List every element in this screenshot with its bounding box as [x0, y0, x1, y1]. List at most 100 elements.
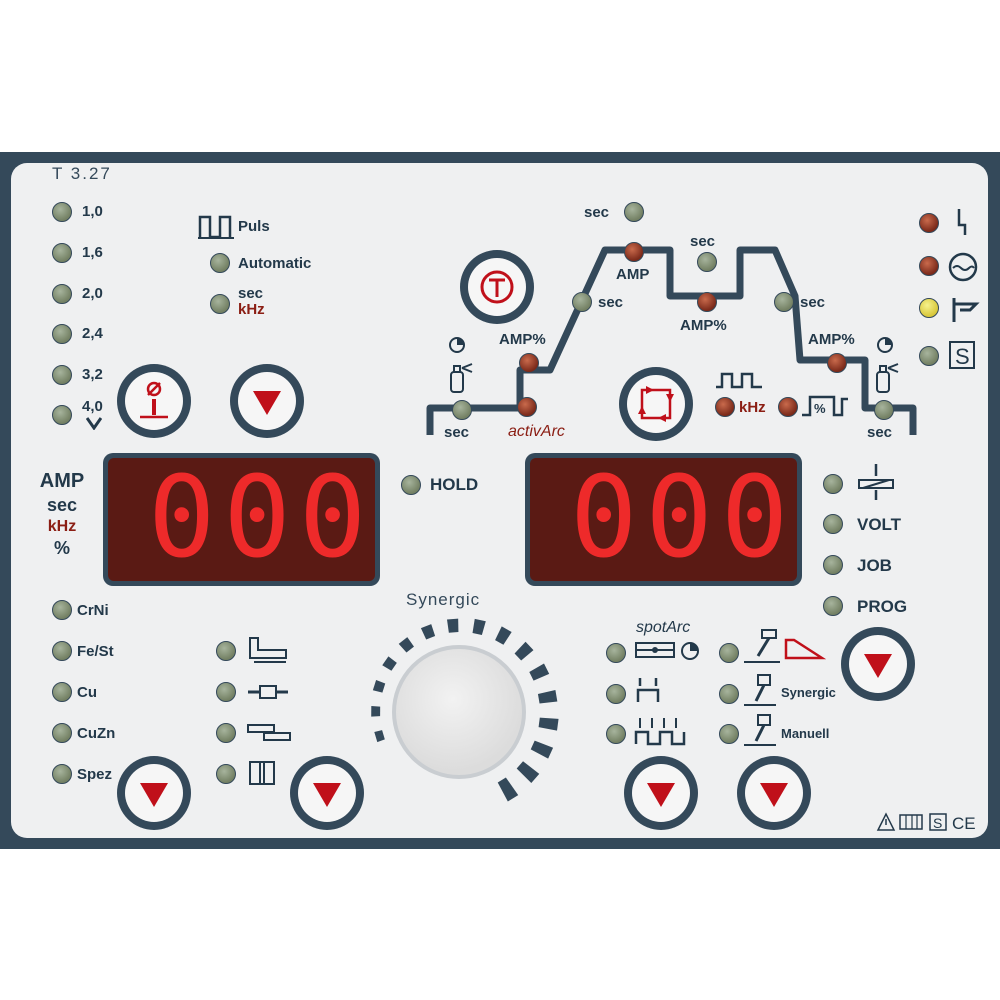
- right-display-value: 000: [570, 453, 797, 583]
- led-material-cu: [52, 682, 72, 702]
- down-triangle-icon: [760, 783, 788, 807]
- gas-bottle-icon-left: [450, 363, 473, 393]
- seq-sec-left-label: sec: [444, 424, 470, 441]
- safety-s-icon: S: [949, 341, 975, 369]
- led-seq-sec-peak: [697, 252, 717, 272]
- knob-scale-tick: [420, 624, 436, 640]
- led-welding-process-1: [719, 643, 739, 663]
- coolant-icon: [948, 252, 978, 282]
- knob-scale-tick: [497, 777, 519, 802]
- led-error-power: [919, 213, 939, 233]
- material-label-spez: Spez: [77, 766, 113, 783]
- parameter-navigate-button[interactable]: [619, 367, 693, 441]
- electrode-diameter-icon: [140, 381, 168, 419]
- led-mode-2t: [606, 684, 626, 704]
- led-seq-amp-pct-low: [697, 292, 717, 312]
- knob-scale-tick: [514, 641, 534, 661]
- led-pulse-sec-khz: [210, 294, 230, 314]
- activarc-label: activArc: [508, 423, 565, 440]
- led-size-3: [52, 284, 72, 304]
- down-triangle-icon: [253, 391, 281, 415]
- knob-scale-tick: [371, 705, 381, 717]
- pulse-sec-label: sec: [238, 285, 264, 302]
- led-material-cuzn: [52, 723, 72, 743]
- electrode-workpiece-icon: [858, 464, 894, 500]
- material-label-cu: Cu: [77, 684, 97, 701]
- program-down-button[interactable]: [841, 627, 915, 701]
- led-electrode-current: [823, 474, 843, 494]
- led-joint-vertical: [216, 764, 236, 784]
- knob-scale-tick: [382, 656, 397, 671]
- pulse-wave-icon: [198, 215, 234, 239]
- seq-sec-peak-label: sec: [690, 233, 716, 250]
- knob-scale-tick: [372, 680, 386, 693]
- led-seq-downslope: [774, 292, 794, 312]
- led-overtemp: [919, 298, 939, 318]
- electrode-select-button[interactable]: [117, 364, 191, 438]
- material-down-button[interactable]: [117, 756, 191, 830]
- seq-khz-label: kHz: [739, 399, 766, 416]
- down-triangle-icon: [140, 783, 168, 807]
- main-control-knob[interactable]: [392, 645, 526, 779]
- led-khz: [715, 397, 735, 417]
- two-step-icon: [636, 678, 660, 702]
- led-seq-gas-preflow: [624, 202, 644, 222]
- knob-scale-tick: [516, 761, 540, 783]
- synergic-mode-label: Synergic: [781, 685, 836, 700]
- mode-down-button[interactable]: [624, 756, 698, 830]
- down-triangle-icon: [864, 654, 892, 678]
- torch-trigger-icon: [480, 270, 514, 304]
- prog-label: PROG: [857, 597, 908, 616]
- automatic-label: Automatic: [238, 255, 312, 272]
- unit-percent: %: [53, 538, 70, 558]
- pulse-balance-icon: %: [802, 395, 848, 417]
- synergic-label: Synergic: [406, 590, 481, 609]
- gas-bottle-icon-right: [876, 363, 899, 393]
- down-triangle-icon: [313, 783, 341, 807]
- torch-mode-button[interactable]: [460, 250, 534, 324]
- size-label-2: 1,6: [82, 244, 103, 261]
- unit-sec: sec: [46, 495, 78, 515]
- unit-khz: kHz: [47, 518, 77, 535]
- led-seq-upslope: [572, 292, 592, 312]
- led-size-4: [52, 324, 72, 344]
- lap-weld-icon: [247, 724, 291, 741]
- led-pulse-balance: [778, 397, 798, 417]
- knob-scale-tick: [530, 740, 554, 759]
- left-display-value: 000: [148, 453, 375, 583]
- size-label-6: 4,0: [82, 398, 103, 415]
- size-label-4: 2,4: [82, 325, 103, 342]
- compliance-marks: S CE: [876, 812, 976, 833]
- knob-scale-tick: [472, 618, 486, 636]
- led-seq-sec-right: [874, 400, 894, 420]
- right-display: 000: [525, 453, 802, 586]
- knob-scale-tick: [398, 637, 414, 653]
- puls-label: Puls: [238, 218, 270, 235]
- led-material-fest: [52, 641, 72, 661]
- process-down-button[interactable]: [737, 756, 811, 830]
- joint-down-button[interactable]: [290, 756, 364, 830]
- led-volt: [823, 514, 843, 534]
- led-size-2: [52, 243, 72, 263]
- knob-scale-tick: [538, 717, 559, 731]
- knob-scale-tick: [374, 730, 385, 743]
- led-seq-end-current: [827, 353, 847, 373]
- led-automatic: [210, 253, 230, 273]
- led-hold: [401, 475, 421, 495]
- svg-text:S: S: [955, 344, 970, 369]
- led-size-6: [52, 405, 72, 425]
- timer-icon-right: [877, 337, 893, 353]
- size-down-button[interactable]: [230, 364, 304, 438]
- seq-amp-pct-left-label: AMP%: [499, 331, 546, 348]
- led-manuell: [719, 724, 739, 744]
- knob-scale: [371, 618, 559, 802]
- led-seq-amp-peak: [624, 242, 644, 262]
- led-synergic: [719, 684, 739, 704]
- knob-scale-tick: [529, 663, 550, 681]
- seq-amp-pct-right-label: AMP%: [808, 331, 855, 348]
- material-label-cuzn: CuZn: [77, 725, 116, 742]
- butt-weld-icon: [248, 685, 288, 699]
- cycle-arrows-icon: [638, 386, 674, 422]
- seq-sec-right-label: sec: [867, 424, 893, 441]
- job-label: JOB: [857, 556, 892, 575]
